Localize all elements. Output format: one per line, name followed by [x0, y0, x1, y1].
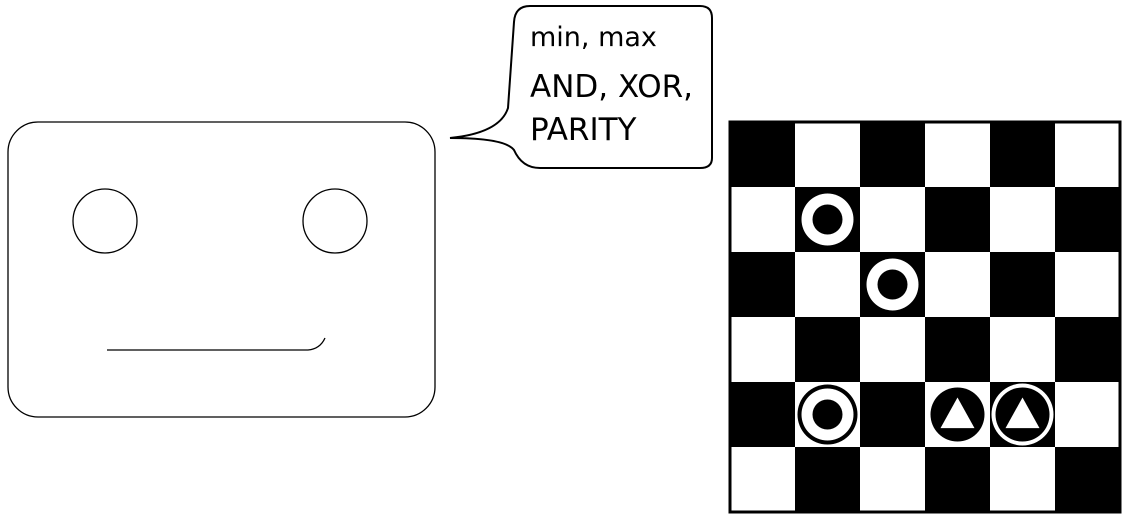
board-square	[860, 447, 925, 512]
face-outline	[7, 121, 436, 418]
speech-line-1: min, max	[530, 22, 657, 53]
circle-piece	[862, 254, 923, 315]
triangle-piece	[926, 383, 989, 446]
board-square	[730, 252, 795, 317]
triangle-icon	[1005, 397, 1040, 429]
board-square	[795, 317, 860, 382]
board-square	[730, 317, 795, 382]
board-square	[925, 447, 990, 512]
triangle-piece	[991, 383, 1054, 446]
board-square	[860, 122, 925, 187]
board-border	[728, 120, 1122, 514]
board-square	[990, 447, 1055, 512]
piece-center-dot	[812, 204, 843, 235]
board-square	[990, 317, 1055, 382]
right-eye	[302, 188, 368, 254]
circle-piece	[797, 189, 858, 250]
speech-line-3: PARITY	[530, 112, 637, 148]
board-square	[1055, 122, 1120, 187]
board-square	[1055, 317, 1120, 382]
board-square	[1055, 187, 1120, 252]
board-square	[925, 252, 990, 317]
mouth	[107, 337, 326, 351]
board-square	[1055, 252, 1120, 317]
piece-center-dot	[877, 269, 908, 300]
board-square	[730, 382, 795, 447]
board-square	[730, 187, 795, 252]
board-square	[730, 122, 795, 187]
board-square	[795, 447, 860, 512]
board-square	[925, 122, 990, 187]
robot-face	[7, 121, 436, 418]
board-square	[1055, 447, 1120, 512]
board-square	[925, 317, 990, 382]
speech-line-2: AND, XOR,	[530, 69, 693, 105]
board-square	[990, 252, 1055, 317]
board-square	[795, 252, 860, 317]
board-square	[730, 447, 795, 512]
triangle-icon	[940, 397, 975, 429]
piece-center-dot	[812, 399, 843, 430]
board-square	[860, 317, 925, 382]
board-square	[860, 187, 925, 252]
speech-bubble-outline	[449, 5, 713, 169]
board-square	[925, 187, 990, 252]
board-square	[990, 187, 1055, 252]
board-square	[860, 382, 925, 447]
board-square	[795, 122, 860, 187]
board-square	[1055, 382, 1120, 447]
circle-piece	[797, 384, 858, 445]
board-square	[990, 122, 1055, 187]
speech-bubble: min, max AND, XOR, PARITY	[449, 5, 713, 169]
left-eye	[72, 188, 138, 254]
checkerboard	[728, 120, 1122, 514]
